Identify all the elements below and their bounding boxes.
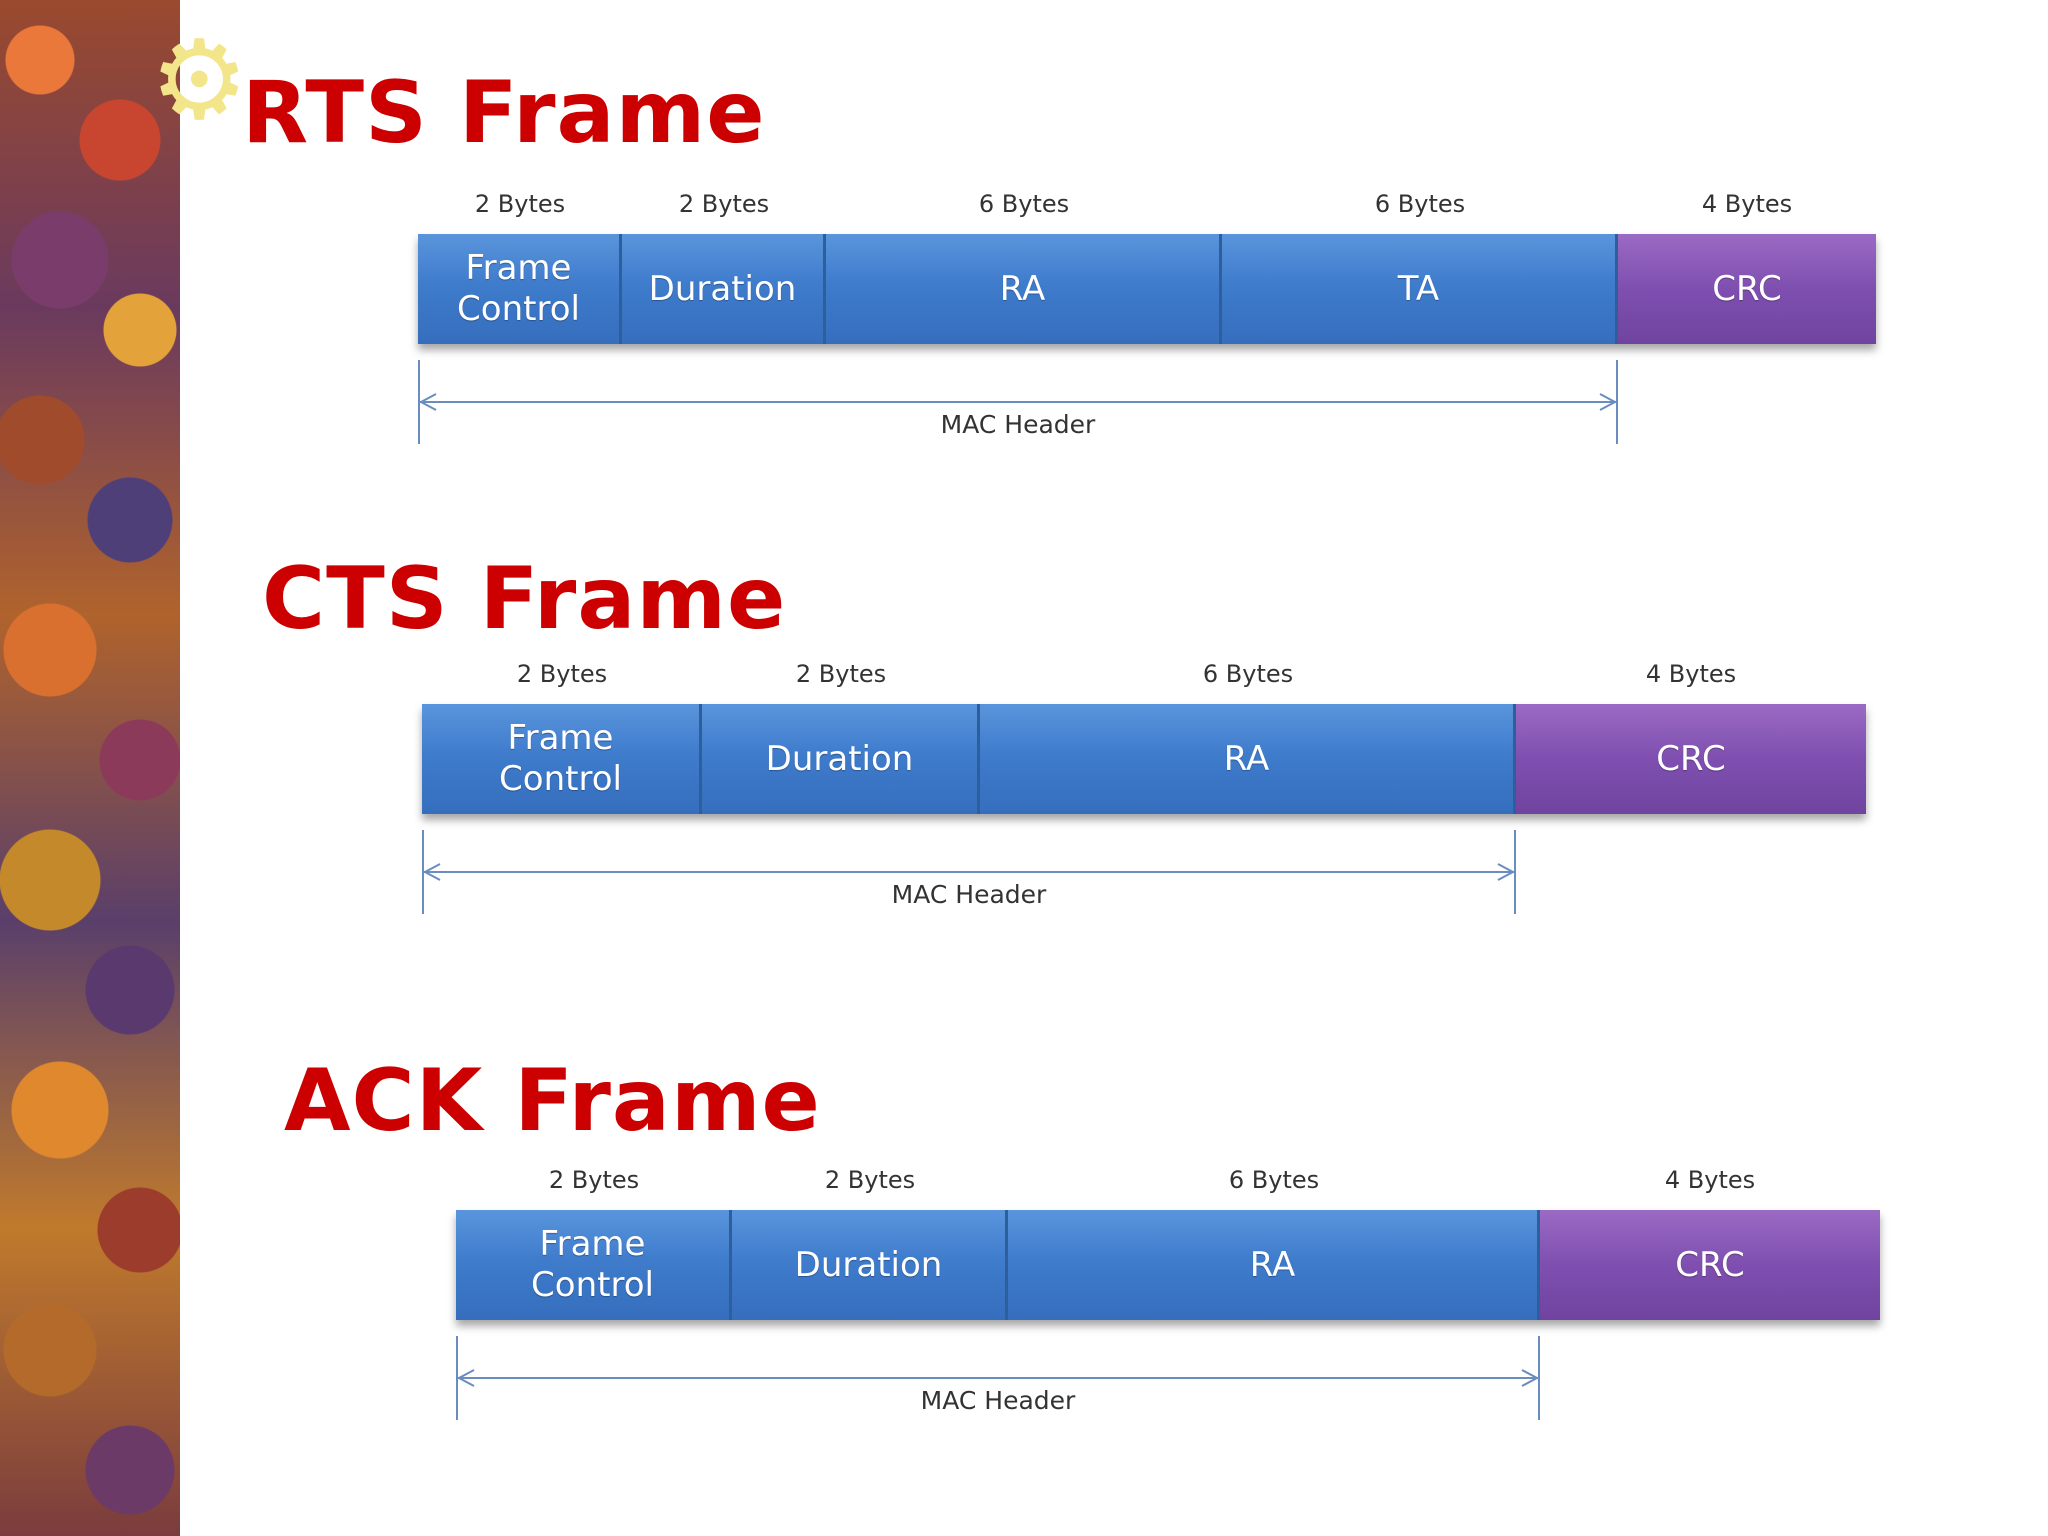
cts-mac-header-span: MAC Header <box>422 830 1516 920</box>
byte-size-label: 6 Bytes <box>1374 190 1466 218</box>
byte-size-label: 2 Bytes <box>516 660 608 688</box>
byte-size-label: 4 Bytes <box>1645 660 1737 688</box>
mac-header-label: MAC Header <box>940 410 1096 439</box>
field-box: Duration <box>732 1210 1008 1320</box>
mac-header-right-arrowhead <box>1521 1369 1540 1387</box>
field-box: CRC <box>1540 1210 1880 1320</box>
field-box: CRC <box>1516 704 1866 814</box>
decorative-left-stripe <box>0 0 180 1536</box>
rts-frame-title: RTS Frame <box>242 63 766 163</box>
field-box: Duration <box>702 704 980 814</box>
mac-header-arrow <box>456 1336 1540 1420</box>
mac-header-left-arrowhead <box>456 1369 475 1387</box>
mac-header-left-arrowhead <box>418 393 437 411</box>
byte-size-label: 6 Bytes <box>978 190 1070 218</box>
ack-frame-title: ACK Frame <box>284 1051 821 1151</box>
cts-frame-title: CTS Frame <box>262 549 787 649</box>
rts-mac-header-span: MAC Header <box>418 360 1618 450</box>
gear-icon: ⚙ <box>150 16 249 144</box>
field-box: RA <box>980 704 1516 814</box>
ack-mac-header-span: MAC Header <box>456 1336 1540 1426</box>
field-box: Frame Control <box>422 704 702 814</box>
byte-size-label: 4 Bytes <box>1701 190 1793 218</box>
field-box: Frame Control <box>418 234 622 344</box>
field-box: Duration <box>622 234 826 344</box>
field-box: TA <box>1222 234 1618 344</box>
byte-size-label: 2 Bytes <box>474 190 566 218</box>
byte-size-label: 6 Bytes <box>1228 1166 1320 1194</box>
mac-header-right-arrowhead <box>1599 393 1618 411</box>
field-box: CRC <box>1618 234 1876 344</box>
mac-header-label: MAC Header <box>891 880 1047 909</box>
byte-size-label: 6 Bytes <box>1202 660 1294 688</box>
mac-header-label: MAC Header <box>920 1386 1076 1415</box>
field-box: RA <box>1008 1210 1540 1320</box>
byte-size-label: 2 Bytes <box>678 190 770 218</box>
mac-header-right-arrowhead <box>1497 863 1516 881</box>
byte-size-label: 4 Bytes <box>1664 1166 1756 1194</box>
byte-size-label: 2 Bytes <box>548 1166 640 1194</box>
mac-header-arrow <box>418 360 1618 444</box>
byte-size-label: 2 Bytes <box>824 1166 916 1194</box>
field-box: RA <box>826 234 1222 344</box>
byte-size-label: 2 Bytes <box>795 660 887 688</box>
mac-header-left-arrowhead <box>422 863 441 881</box>
field-box: Frame Control <box>456 1210 732 1320</box>
mac-header-arrow <box>422 830 1516 914</box>
